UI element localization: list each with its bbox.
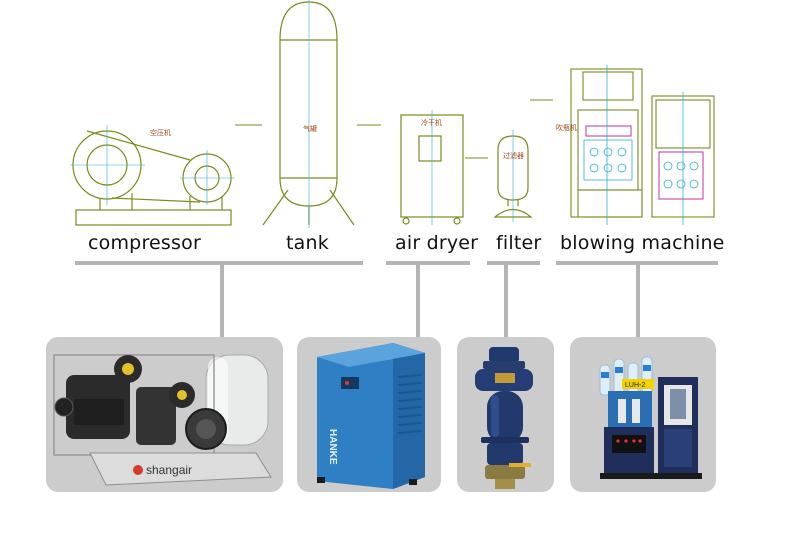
air-dryer-rule [386,261,470,265]
filter-photo [475,347,533,489]
compressor-brand-text: shangair [146,463,192,477]
dryer-cn-label: 冷干机 [421,118,442,127]
compressor-label: compressor [88,232,201,254]
machine-tag-text: LUH-2 [625,382,645,389]
compressor-drawing: 空压机 [70,125,235,226]
filter-rule [487,261,540,265]
compressor-cn-label: 空压机 [150,128,171,137]
tank-cn-label: 气罐 [303,124,317,133]
dryer-brand-text: HANKE [327,429,338,465]
tank-label: tank [286,232,329,254]
tank-drawing: 气罐 [262,0,355,228]
air-dryer-photo: HANKE [317,343,425,489]
filter-drawing: 过滤器 [493,130,533,222]
pipe-connectors [235,99,553,159]
compressor-tank-rule [75,261,363,265]
dryer-drawing: 冷干机 [400,110,464,225]
blowing-machine-connector [636,263,640,337]
filter-photo-card [457,337,554,492]
line-drawing-row: 空压机 气罐 冷干机 [70,0,715,228]
blowing-machine-photo: LUH-2 [599,356,702,479]
compressor-photo-card: shangair [46,337,283,492]
air-dryer-connector [416,263,420,337]
filter-connector [504,263,508,337]
blowing-machine-drawing: 吹瓶机 [556,65,715,225]
blowing-machine-label: blowing machine [560,232,725,254]
blowing-machine-photo-card: LUH-2 [570,337,716,492]
filter-cn-label: 过滤器 [503,151,524,160]
blower-cn-label: 吹瓶机 [556,123,577,132]
air-dryer-photo-card: HANKE [297,337,441,492]
compressor-photo: shangair [53,354,272,486]
air-dryer-label: air dryer [395,232,479,254]
filter-label: filter [496,232,542,254]
compressor-connector [220,263,224,337]
